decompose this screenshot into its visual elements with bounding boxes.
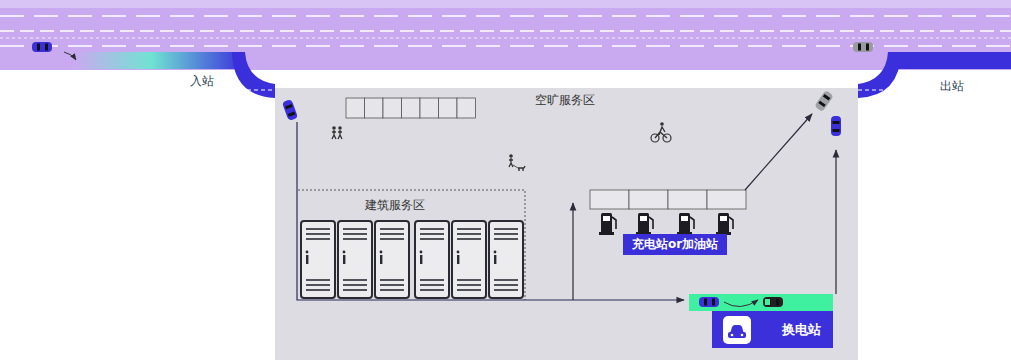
car-icon: [722, 315, 752, 345]
parking-slot: [629, 190, 668, 209]
ramp-label: 出站: [940, 78, 964, 95]
parking-slot: [383, 98, 402, 118]
car: [853, 42, 873, 52]
cyclist: [651, 122, 671, 142]
parking-slot: [668, 190, 707, 209]
node-label: 充电站or加油站: [632, 236, 718, 253]
parking-slot: [346, 98, 365, 118]
building-cabinet: [415, 221, 449, 298]
flow-arrow: [297, 122, 684, 300]
battery-swap-box: 换电站: [712, 311, 833, 348]
parking-slot: [439, 98, 458, 118]
car: [699, 297, 719, 307]
charging-station-box: 充电站or加油站: [623, 234, 727, 255]
building-cabinet: [301, 221, 335, 298]
pump-icon: [677, 213, 694, 235]
pedestrian: [509, 154, 513, 167]
building-cabinet: [489, 221, 523, 298]
flow-arrow: [745, 114, 812, 190]
dog: [518, 166, 525, 171]
swap-lane: [689, 294, 833, 311]
pedestrian: [332, 126, 336, 139]
building-service-area: 建筑服务区: [298, 190, 525, 300]
parking-slot: [420, 98, 439, 118]
highway: [0, 0, 1011, 70]
flow-arrow: [835, 150, 836, 294]
parking-slot: [707, 190, 746, 209]
pump-icon: [636, 213, 653, 235]
exit-lane: [888, 52, 1011, 69]
parking-slot: [365, 98, 384, 118]
parking-slot: [402, 98, 421, 118]
service-area-ground: [275, 88, 858, 360]
node-label: 换电站: [782, 321, 821, 339]
exit-ramp: [858, 52, 901, 98]
pump-icon: [716, 213, 733, 235]
building-cabinet: [375, 221, 409, 298]
car: [831, 116, 841, 136]
building-area-border: [298, 190, 525, 300]
open-service-area: 空旷服务区建筑服务区充电站or加油站换电站: [275, 88, 858, 360]
flow-arrow: [572, 203, 573, 300]
node-label: 建筑服务区: [365, 197, 425, 214]
building-cabinet: [452, 221, 486, 298]
pump-icon: [599, 213, 616, 235]
parking-slot: [590, 190, 629, 209]
ramp-label: 入站: [190, 73, 214, 90]
car: [814, 90, 834, 112]
car: [282, 99, 298, 121]
building-cabinet: [338, 221, 372, 298]
car: [32, 42, 52, 52]
pedestrian: [338, 126, 342, 139]
entry-lane: [75, 52, 245, 69]
node-label: 空旷服务区: [535, 92, 595, 109]
entry-ramp: [232, 52, 275, 98]
car: [763, 297, 783, 307]
parking-slot: [457, 98, 476, 118]
